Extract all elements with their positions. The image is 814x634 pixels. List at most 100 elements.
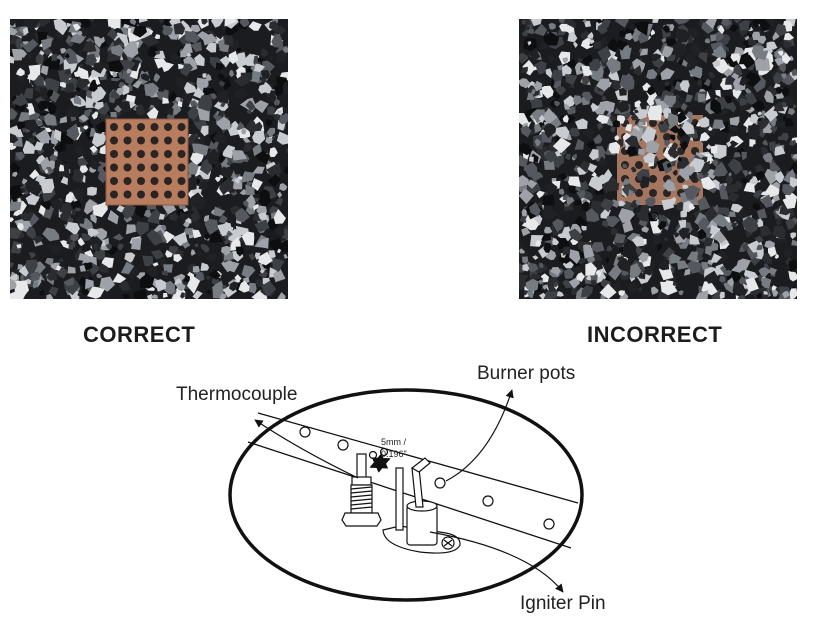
glass-chip [11, 48, 23, 61]
glass-chip [267, 106, 276, 116]
glass-chip [585, 262, 597, 276]
glass-chip [218, 183, 230, 196]
glass-chip [67, 266, 76, 274]
glass-chip [596, 114, 610, 124]
glass-chip [10, 280, 17, 291]
glass-chip [584, 190, 594, 201]
glass-chip [59, 116, 68, 124]
glass-chip [122, 41, 139, 58]
glass-chip [614, 98, 630, 113]
glass-chip [255, 279, 265, 287]
glass-chip [132, 25, 147, 38]
burner-hole [177, 163, 186, 172]
glass-chip [265, 137, 273, 144]
glass-chip [125, 94, 136, 103]
glass-chip [732, 282, 747, 297]
glass-chip [122, 293, 130, 299]
glass-chip [205, 73, 212, 81]
glass-chip [91, 111, 99, 120]
glass-chip [241, 264, 256, 279]
glass-chip [544, 226, 553, 235]
glass-chip [46, 89, 54, 98]
glass-chip [273, 267, 286, 283]
glass-chip [118, 281, 132, 292]
glass-chip [22, 38, 39, 54]
glass-chip [25, 193, 40, 206]
glass-chip [591, 171, 597, 178]
glass-chip [704, 206, 718, 223]
glass-chip [752, 21, 758, 28]
glass-chip [51, 137, 59, 145]
glass-chip [785, 218, 796, 231]
glass-chip [105, 243, 112, 250]
glass-chip [629, 263, 642, 279]
glass-chip [229, 205, 241, 215]
glass-chips [519, 19, 797, 299]
glass-chip [741, 151, 747, 161]
glass-chip [163, 19, 170, 26]
glass-chip [752, 202, 761, 211]
glass-chip [733, 19, 742, 24]
glass-chip [205, 275, 211, 280]
glass-chip [541, 85, 556, 99]
glass-chip [548, 22, 556, 30]
glass-chip [581, 91, 593, 102]
glass-chip [268, 21, 279, 33]
glass-chip [706, 144, 712, 150]
glass-chip [757, 218, 764, 228]
glass-chip [755, 99, 765, 112]
glass-chip [631, 235, 645, 247]
burner-hole [649, 189, 657, 197]
glass-chip [725, 75, 736, 85]
glass-chip [204, 218, 219, 235]
burner-hole [110, 123, 118, 131]
glass-chip [522, 256, 529, 265]
glass-chip [610, 180, 620, 192]
glass-chip [622, 219, 634, 233]
glass-chip [647, 105, 662, 121]
glass-chip [233, 72, 249, 87]
glass-chip [77, 30, 83, 36]
glass-chip [138, 19, 148, 23]
glass-chip [524, 19, 531, 26]
glass-chip [544, 122, 556, 139]
glass-chip [719, 183, 727, 192]
glass-chip [599, 283, 617, 299]
glass-chip [40, 65, 49, 76]
glass-chip [749, 113, 759, 124]
glass-chip [147, 294, 153, 299]
glass-chip [183, 222, 190, 228]
glass-chip [544, 151, 558, 163]
glass-chip [201, 19, 208, 25]
glass-chip [111, 246, 118, 252]
glass-chip [538, 114, 545, 124]
glass-chip [622, 163, 628, 168]
glass-chip [777, 50, 784, 57]
glass-chip [696, 228, 707, 240]
glass-chip [626, 232, 641, 242]
glass-chip [757, 50, 769, 61]
glass-chip [243, 200, 249, 208]
glass-chip [653, 58, 665, 69]
glass-chip [606, 245, 613, 252]
glass-chip [768, 267, 778, 276]
glass-chip [527, 41, 532, 46]
glass-chip [788, 139, 797, 146]
glass-chip [739, 98, 747, 106]
thermocouple-part [341, 453, 382, 527]
glass-chip [608, 264, 622, 281]
glass-chip [64, 69, 71, 75]
glass-chip [711, 159, 719, 168]
glass-chip [255, 237, 269, 249]
glass-chip [192, 265, 200, 273]
glass-chip [704, 270, 719, 284]
glass-chip [736, 258, 751, 272]
glass-chip [273, 208, 286, 224]
burner-hole [150, 136, 159, 145]
glass-chip [77, 50, 82, 56]
glass-chip [163, 264, 173, 273]
burner-tube [247, 412, 579, 549]
glass-chip [229, 69, 235, 78]
glass-chip [46, 293, 54, 299]
glass-chip [77, 291, 84, 298]
